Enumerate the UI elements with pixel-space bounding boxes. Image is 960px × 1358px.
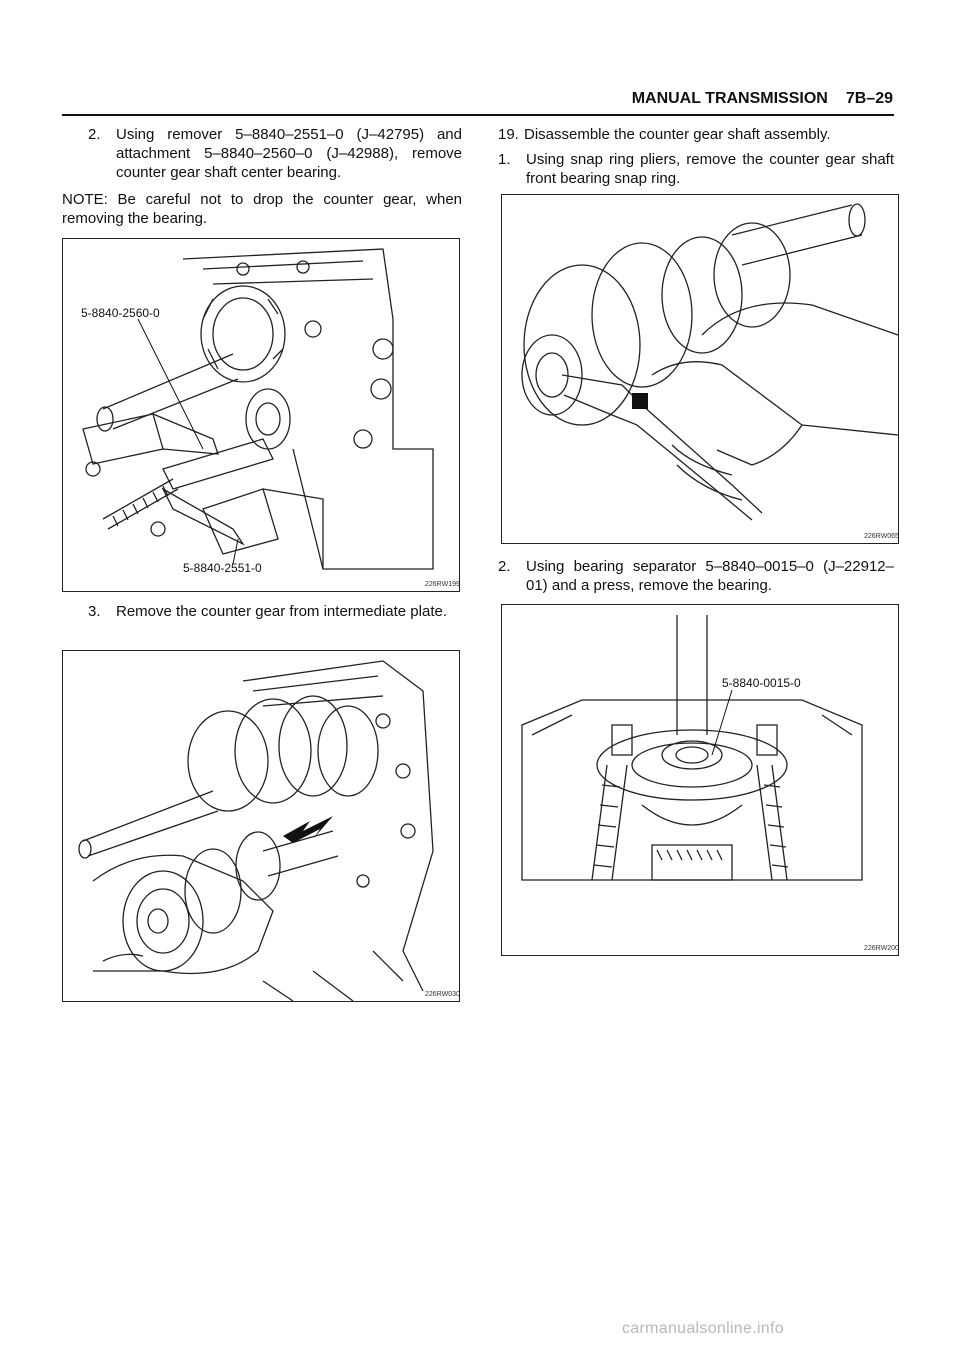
step-text: Disassemble the counter gear shaft assem… <box>524 126 831 143</box>
illustration-separator: 5-8840-0015-0 <box>521 615 863 881</box>
leader-line <box>137 318 204 450</box>
direction-arrow <box>283 816 333 843</box>
step-text: Using bearing separator 5–8840–0015–0 (J… <box>526 558 894 594</box>
figure-id: 226RW200 <box>864 945 899 952</box>
step-number: 3. <box>88 603 101 620</box>
figure-counter-gear-removal: 226RW030 <box>62 650 460 1002</box>
header-rule <box>62 114 894 116</box>
step-number: 1. <box>498 151 511 168</box>
figure-snap-ring-pliers: 226RW065 <box>501 194 899 544</box>
substep-1: 1. Using snap ring pliers, remove the co… <box>498 150 894 188</box>
callout-remover: 5-8840-2551-0 <box>183 561 262 575</box>
step-text: Using remover 5–8840–2551–0 (J–42795) an… <box>116 126 462 181</box>
illustration-snap-ring <box>521 203 898 521</box>
step-text: Using snap ring pliers, remove the count… <box>526 151 894 187</box>
illustration-remover: 5-8840-2560-0 5-8840-2551-0 <box>81 248 434 575</box>
watermark: carmanualsonline.info <box>622 1320 784 1337</box>
illustration-counter-gear <box>78 660 434 1001</box>
callout-separator: 5-8840-0015-0 <box>722 676 801 690</box>
page-header: MANUAL TRANSMISSION 7B–29 <box>0 90 893 108</box>
step-number: 2. <box>88 126 101 143</box>
substep-2: 2. Using bearing separator 5–8840–0015–0… <box>498 557 894 595</box>
figure-id: 226RW199 <box>425 581 460 588</box>
note: NOTE: Be careful not to drop the counter… <box>62 191 462 227</box>
figure-id: 226RW065 <box>864 533 899 540</box>
step-19: 19. Disassemble the counter gear shaft a… <box>498 125 898 144</box>
leader-line <box>232 538 239 565</box>
figure-id: 226RW030 <box>425 991 460 998</box>
step-number: 19. <box>498 126 519 143</box>
callout-attachment: 5-8840-2560-0 <box>81 306 160 320</box>
figure-bearing-remover: 5-8840-2560-0 5-8840-2551-0 226RW199 <box>62 238 460 592</box>
step-3: 3. Remove the counter gear from intermed… <box>88 602 462 621</box>
figure-bearing-separator: 5-8840-0015-0 226RW200 <box>501 604 899 956</box>
step-text: Remove the counter gear from intermediat… <box>116 603 448 620</box>
section-title: MANUAL TRANSMISSION <box>631 90 828 107</box>
leader-line <box>711 689 733 756</box>
pliers-joint <box>632 393 648 409</box>
step-number: 2. <box>498 558 511 575</box>
step-2: 2. Using remover 5–8840–2551–0 (J–42795)… <box>88 125 462 182</box>
page-number: 7B–29 <box>845 90 893 107</box>
